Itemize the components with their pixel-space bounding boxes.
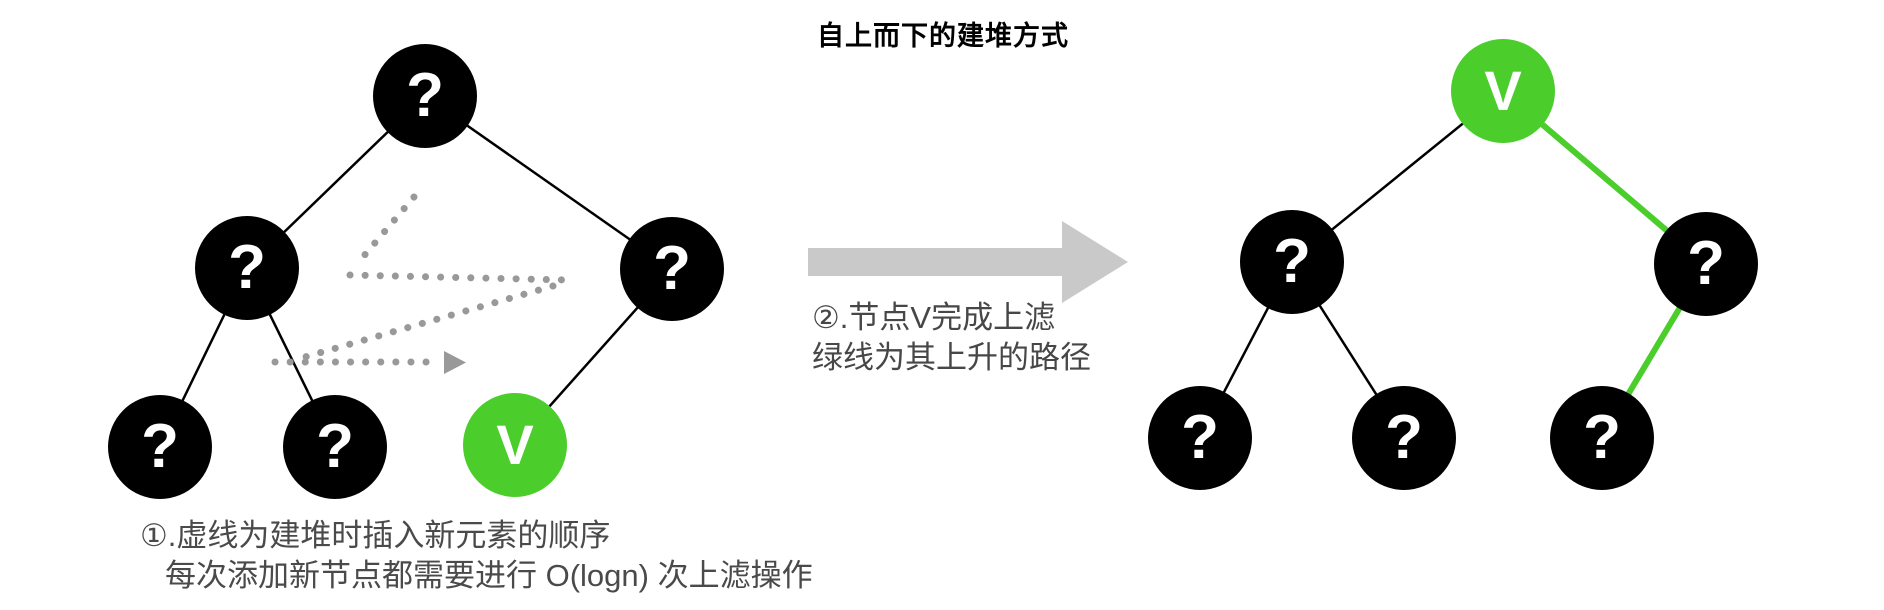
- insertion-order-caption-line2: 每次添加新节点都需要进行 O(logn) 次上滤操作: [165, 558, 813, 593]
- right-tree-leaf1-node: ?: [1148, 386, 1252, 490]
- insertion-order-caption: ①.虚线为建堆时插入新元素的顺序 每次添加新节点都需要进行 O(logn) 次上…: [140, 516, 813, 596]
- transform-arrow-icon: [808, 221, 1128, 303]
- right-tree-leaf2-node: ?: [1352, 386, 1456, 490]
- sift-up-caption: ②.节点V完成上滤 绿线为其上升的路径: [812, 298, 1091, 378]
- sift-up-caption-line1: ②.节点V完成上滤: [812, 300, 1056, 335]
- page-title: 自上而下的建堆方式: [817, 21, 1069, 51]
- sift-up-caption-line2: 绿线为其上升的路径: [812, 340, 1091, 375]
- dotted-insertion-segment-1: [353, 193, 418, 268]
- left-tree-right-node: ?: [620, 217, 724, 321]
- right-tree-right-node: ?: [1654, 212, 1758, 316]
- left-tree-root-node: ?: [373, 44, 477, 148]
- left-tree-left-node: ?: [195, 216, 299, 320]
- right-tree-v-root-node: V: [1451, 39, 1555, 143]
- dotted-insertion-segment-2: [346, 271, 570, 284]
- dotted-insertion-segment-3: [294, 282, 557, 363]
- left-tree-leaf2-node: ?: [283, 395, 387, 499]
- insertion-arrowhead-icon: [444, 351, 466, 374]
- left-tree-leaf1-node: ?: [108, 395, 212, 499]
- right-tree-leaf3-node: ?: [1550, 386, 1654, 490]
- left-tree-v-node: V: [463, 393, 567, 497]
- right-tree-left-node: ?: [1240, 210, 1344, 314]
- insertion-order-caption-line1: ①.虚线为建堆时插入新元素的顺序: [140, 518, 611, 553]
